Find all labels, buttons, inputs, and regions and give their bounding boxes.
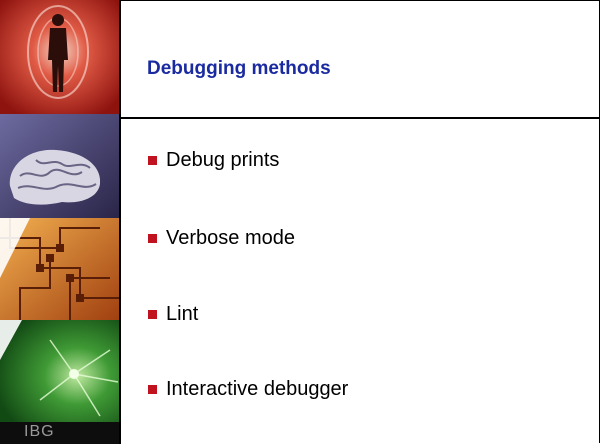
ibg-logo: IBG: [0, 422, 119, 444]
bullet-text: Verbose mode: [166, 227, 295, 249]
bullet-text: Debug prints: [166, 149, 280, 171]
brain-icon: [0, 114, 119, 218]
slide-title: Debugging methods: [147, 58, 331, 79]
bullet-item: Interactive debugger: [148, 378, 348, 401]
circuit-board-icon: [0, 218, 119, 320]
logo-text: IBG: [24, 423, 55, 440]
decorative-sidebar: IBG: [0, 0, 119, 444]
title-divider: [119, 117, 599, 119]
human-silhouette-icon: [0, 0, 119, 114]
bullet-text: Interactive debugger: [166, 378, 349, 400]
bullet-item: Debug prints: [148, 149, 279, 172]
bullet-marker-icon: [148, 156, 157, 165]
neuron-icon: [0, 320, 119, 422]
bullet-text: Lint: [166, 303, 199, 325]
bullet-item: Lint: [148, 303, 198, 326]
bullet-marker-icon: [148, 385, 157, 394]
bullet-marker-icon: [148, 310, 157, 319]
bullet-marker-icon: [148, 234, 157, 243]
sidebar-divider: [119, 0, 121, 444]
bullet-item: Verbose mode: [148, 227, 295, 250]
